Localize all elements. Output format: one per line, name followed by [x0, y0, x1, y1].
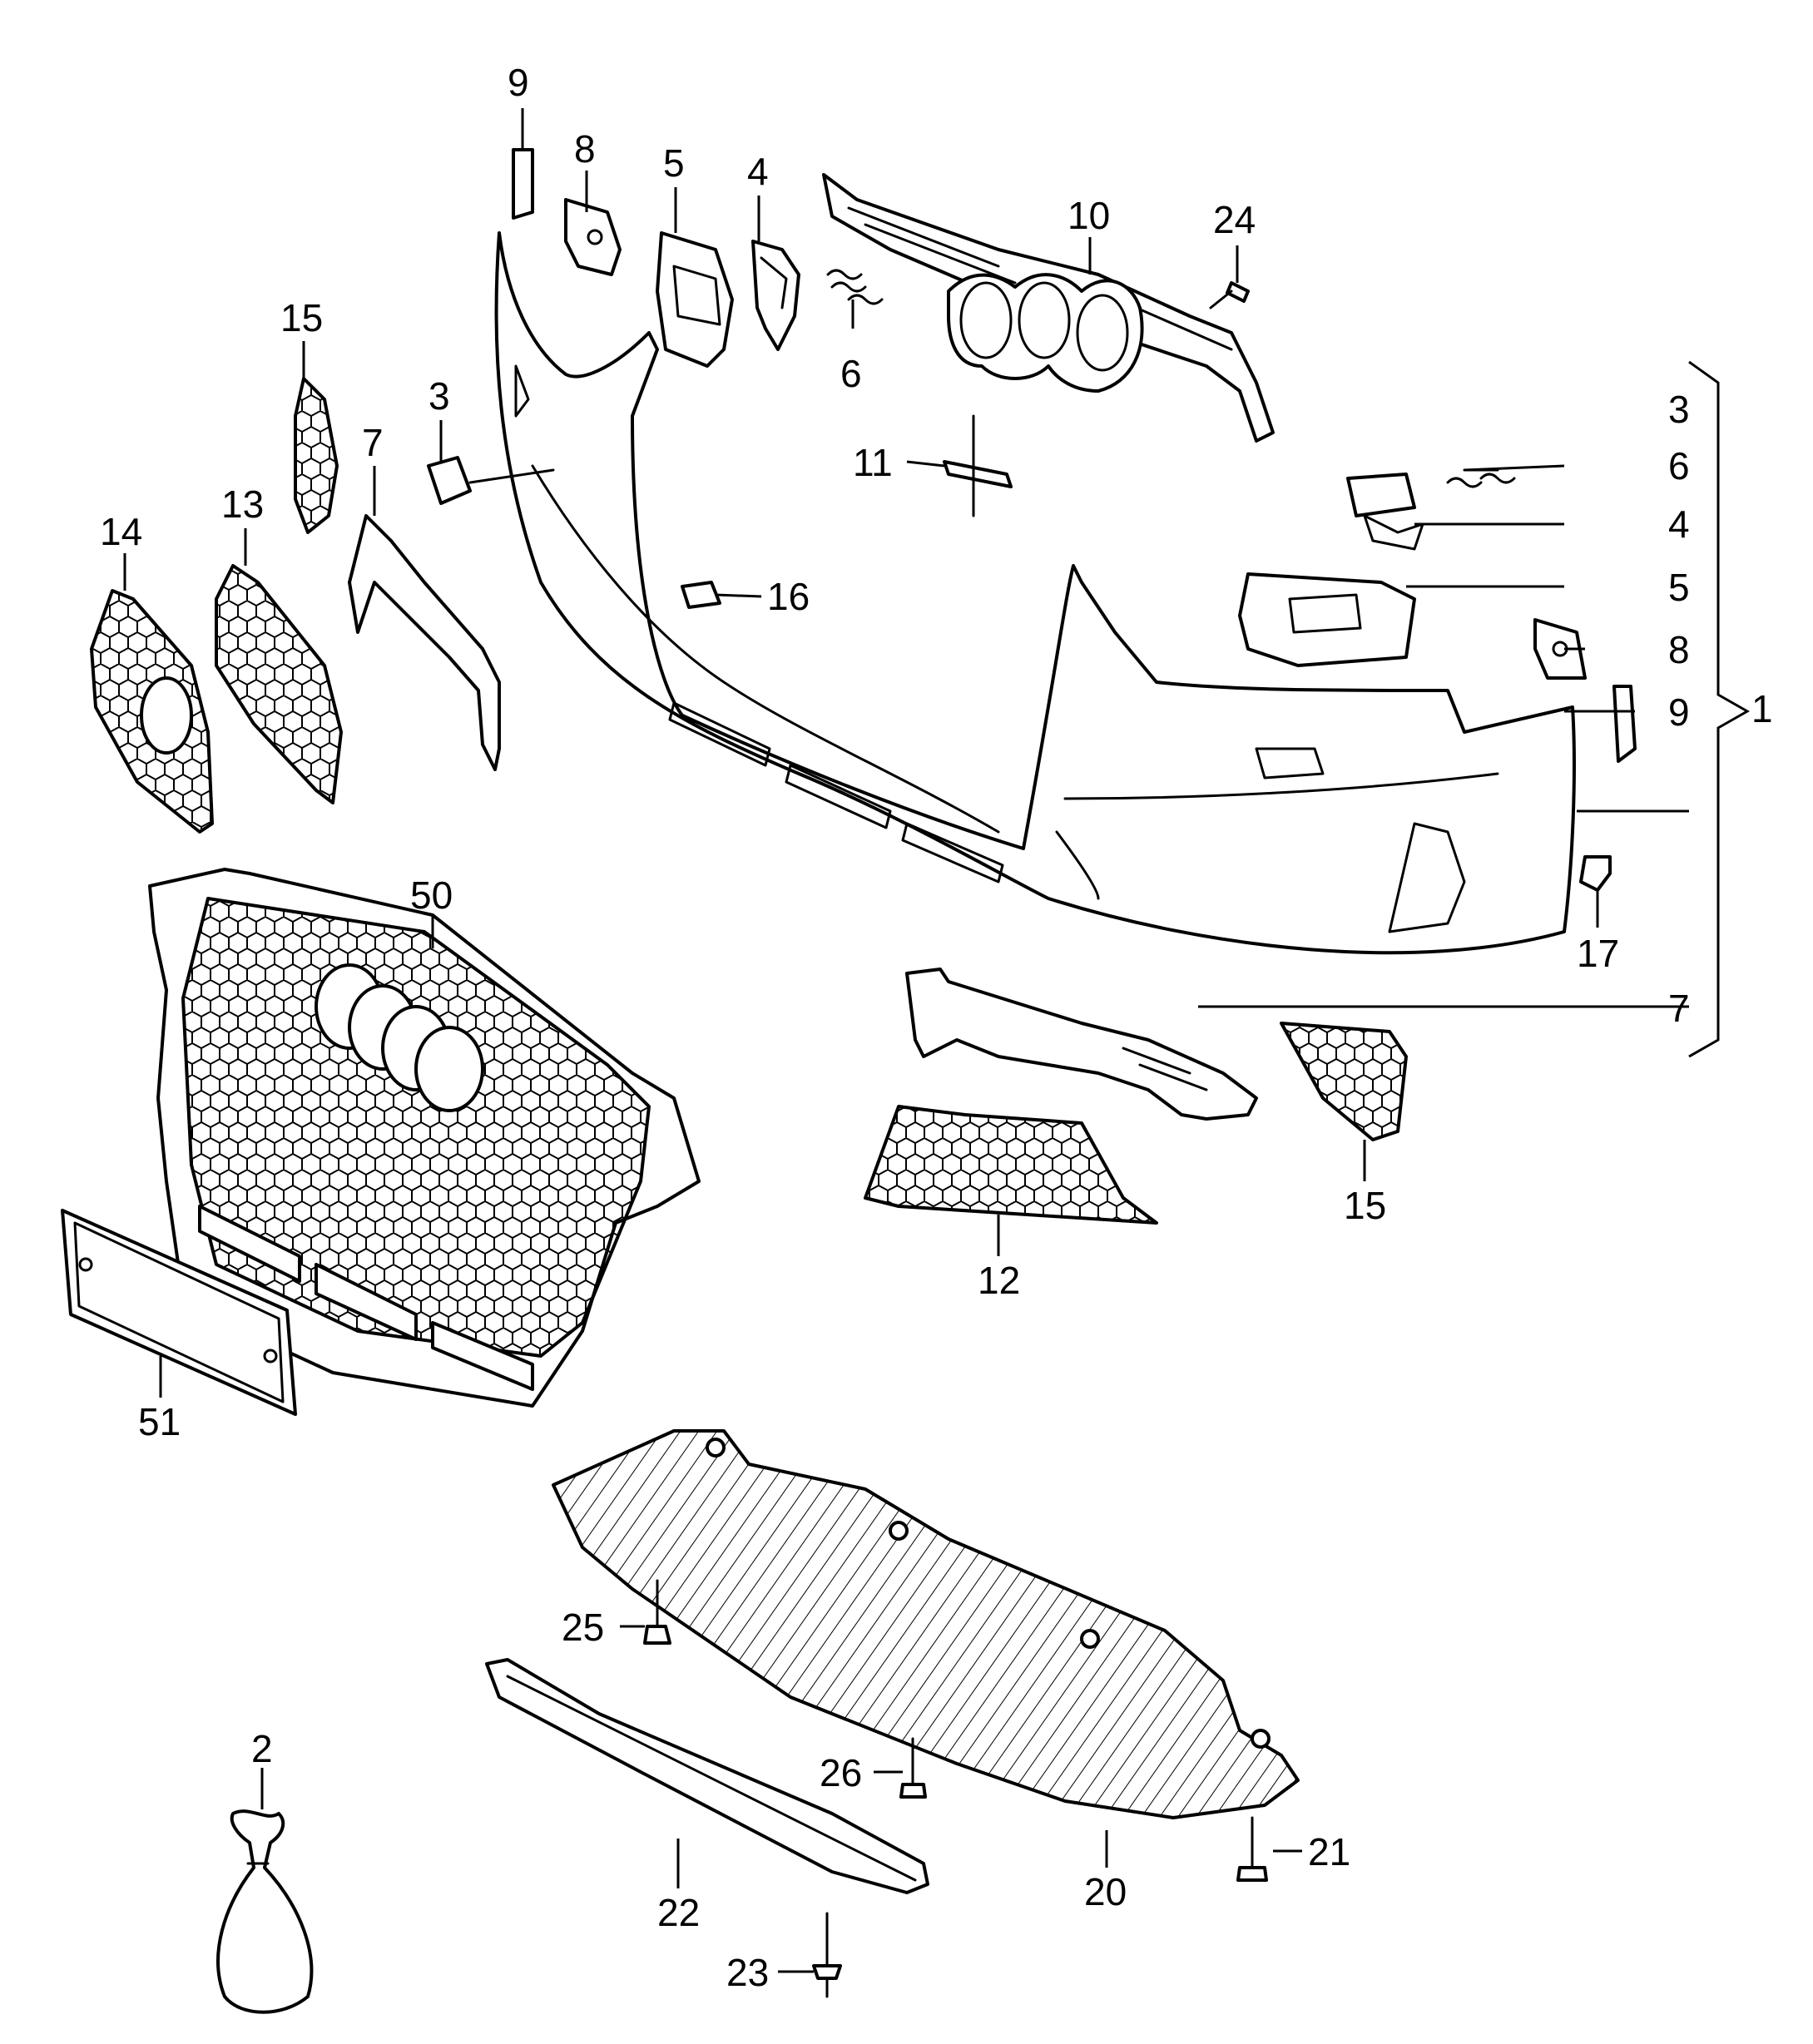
callout-3-left: 3	[428, 374, 450, 418]
callout-3-right: 3	[1668, 388, 1690, 431]
callout-20: 20	[1084, 1870, 1127, 1913]
callout-50: 50	[410, 874, 453, 917]
callout-8-left: 8	[574, 127, 596, 171]
callout-labels: 9 8 5 4 6 10 24 15 3 7 11 16 13 14 3 6 4…	[100, 61, 1773, 1994]
nut-17	[1579, 855, 1612, 892]
screw-26	[899, 1737, 927, 1799]
grille-13	[215, 564, 343, 804]
main-grille-50	[148, 868, 701, 1408]
callout-6-left: 6	[840, 352, 862, 395]
callout-7-left: 7	[362, 421, 384, 464]
callout-7-right: 7	[1668, 987, 1690, 1030]
bracket-8-left	[564, 198, 622, 276]
callout-4-left: 4	[747, 150, 769, 193]
bracket-9-right	[1612, 685, 1637, 763]
clip-16	[681, 581, 721, 609]
grille-12	[864, 1105, 1158, 1225]
callout-17: 17	[1577, 932, 1619, 975]
callout-2: 2	[251, 1727, 273, 1770]
callout-15-left: 15	[280, 296, 323, 339]
bracket-8-right	[1533, 618, 1587, 680]
callout-11: 11	[853, 441, 893, 484]
callout-22: 22	[657, 1891, 700, 1934]
screw-23	[812, 1912, 842, 1998]
bumper-cover-part	[494, 231, 1576, 955]
springs-6-left	[826, 269, 884, 305]
callout-23: 23	[726, 1951, 769, 1994]
grille-15-left	[294, 377, 339, 534]
bracket-9-left	[512, 148, 534, 220]
callout-16: 16	[767, 575, 810, 618]
underbody-panel-20	[552, 1429, 1300, 1819]
callout-1: 1	[1751, 687, 1773, 730]
cap-3-left	[427, 456, 555, 505]
callout-9-left: 9	[508, 61, 529, 104]
license-plate-bracket-51	[61, 1209, 297, 1416]
callout-14: 14	[100, 510, 142, 553]
callout-51: 51	[138, 1400, 181, 1443]
grille-14	[90, 589, 214, 834]
cap-3-right	[1346, 473, 1416, 517]
leader-lines	[123, 108, 1689, 1973]
duct-7-right	[905, 968, 1258, 1121]
duct-7-left	[348, 514, 501, 771]
callout-13: 13	[221, 483, 264, 526]
bracket-5-right	[1238, 572, 1416, 667]
callout-5-left: 5	[663, 141, 685, 185]
callout-10: 10	[1067, 194, 1110, 237]
screw-24	[1209, 281, 1250, 309]
upper-carrier-part	[822, 173, 1275, 443]
callout-9-right: 9	[1668, 690, 1690, 734]
callout-12: 12	[978, 1259, 1020, 1302]
callout-21: 21	[1308, 1830, 1350, 1873]
bag-2	[216, 1809, 314, 2014]
callout-25: 25	[562, 1606, 604, 1649]
grille-15-right	[1280, 1022, 1408, 1141]
bolt-11	[943, 414, 1013, 517]
screw-21	[1236, 1816, 1268, 1882]
callout-15-right: 15	[1344, 1184, 1386, 1227]
springs-6-right	[1446, 468, 1516, 488]
callout-4-right: 4	[1668, 502, 1690, 546]
bracket-5-left	[656, 231, 734, 368]
lower-spoiler-22	[485, 1658, 929, 1894]
callout-26: 26	[820, 1751, 862, 1794]
group-bracket-1	[1688, 360, 1751, 1058]
bracket-4-right	[1363, 514, 1424, 551]
bracket-4-left	[751, 240, 800, 351]
screw-25	[643, 1579, 671, 1645]
callout-5-right: 5	[1668, 566, 1690, 609]
callout-6-right: 6	[1668, 444, 1690, 487]
callout-8-right: 8	[1668, 628, 1690, 671]
callout-24: 24	[1213, 198, 1256, 241]
